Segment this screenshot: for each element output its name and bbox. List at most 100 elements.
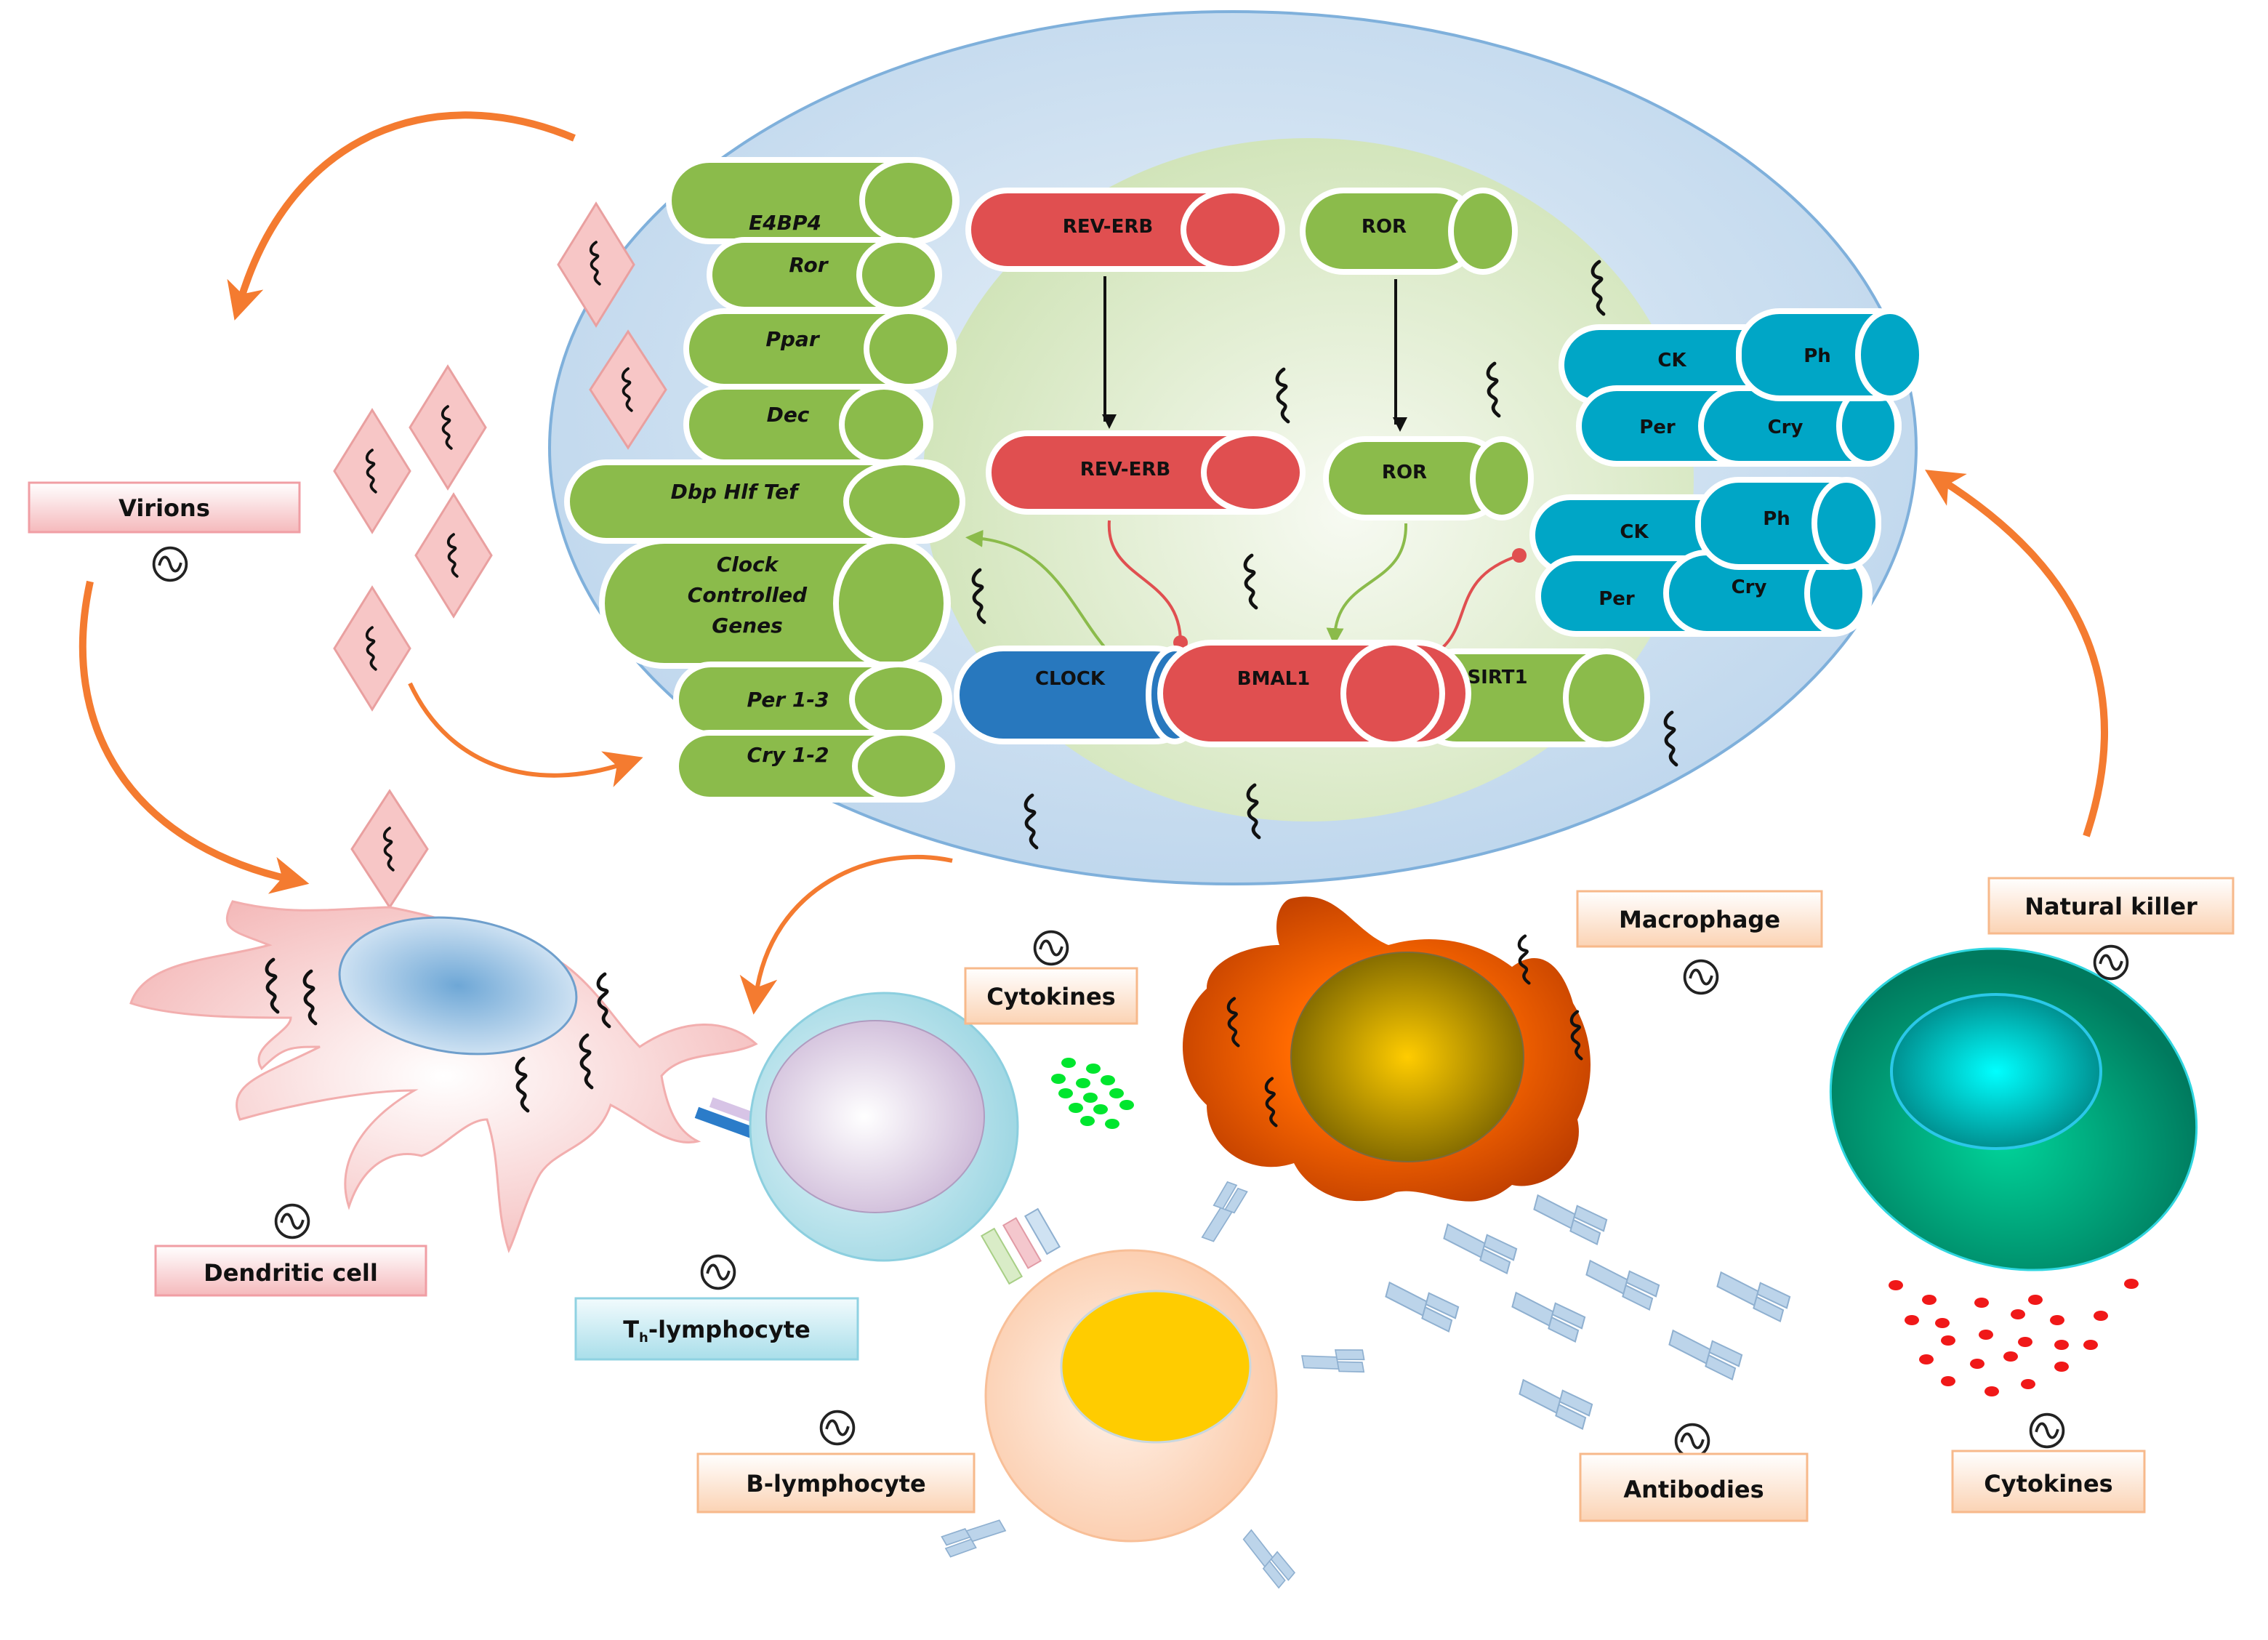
- natural-killer-cell[interactable]: [1785, 898, 2243, 1320]
- rev-erb-bottom[interactable]: REV-ERB: [986, 430, 1306, 515]
- antibody: [1507, 1292, 1588, 1343]
- ph-label: Ph: [1763, 508, 1790, 530]
- gene-label: E4BP4: [749, 211, 821, 235]
- ph-label: Ph: [1803, 345, 1831, 367]
- membrane-antibody: [1201, 1179, 1249, 1247]
- cytokines-green: [1051, 1058, 1134, 1129]
- th-nucleus: [765, 1020, 985, 1213]
- oscillator-icon: [819, 1410, 856, 1446]
- label-dendritic-cell[interactable]: Dendritic cell: [154, 1245, 427, 1297]
- gene-label-line1: Clock: [717, 552, 780, 576]
- virion: [350, 789, 429, 909]
- ck-label: CK: [1620, 521, 1649, 543]
- antibody: [1380, 1282, 1461, 1333]
- antibody: [1514, 1379, 1595, 1431]
- mhc-receptor: [694, 1106, 754, 1138]
- macrophage[interactable]: [1183, 896, 1591, 1202]
- label-natural-killer[interactable]: Natural killer: [1987, 877, 2235, 935]
- protein-label: SIRT1: [1467, 667, 1527, 688]
- gene-label: Dec: [767, 403, 810, 427]
- sirt1-protein[interactable]: SIRT1: [1407, 648, 1650, 747]
- gene-label: Dbp Hlf Tef: [671, 480, 801, 504]
- arrow-cell-to-virions: [227, 111, 576, 321]
- free-antibodies: [1380, 1194, 1793, 1431]
- oscillator-icon: [1674, 1423, 1710, 1459]
- label-text: Cytokines: [986, 983, 1115, 1010]
- labels: Virions Dendritic cell Th-lymphocyte B-l…: [28, 481, 2235, 1522]
- rev-erb-top[interactable]: REV-ERB: [965, 188, 1285, 272]
- protein-label: REV-ERB: [1063, 216, 1153, 238]
- oscillator-icon: [2093, 944, 2129, 981]
- dendritic-cell-nucleus: [338, 916, 578, 1056]
- gene-clock-controlled[interactable]: Clock Controlled Genes: [599, 538, 951, 669]
- dendritic-cell-body: [129, 900, 758, 1253]
- complex-1[interactable]: CK Per Cry Ph: [1559, 308, 1925, 467]
- membrane-antibody: [1233, 1529, 1299, 1591]
- protein-label: CLOCK: [1035, 668, 1106, 690]
- cytokines-red: [1889, 1279, 2139, 1396]
- ck-label: CK: [1657, 350, 1686, 371]
- virion: [409, 364, 487, 491]
- gene-ror[interactable]: Ror: [707, 237, 942, 313]
- protein-label: ROR: [1382, 462, 1427, 483]
- virion: [333, 585, 411, 712]
- membrane-antibody: [938, 1507, 1006, 1562]
- gene-list: E4BP4 Ror Ppar Dec Dbp Hlf Tef Clock Con…: [564, 157, 965, 803]
- oscillator-icon: [1683, 959, 1719, 995]
- virion: [414, 492, 493, 619]
- ror-bottom[interactable]: ROR: [1323, 436, 1534, 520]
- antibody: [1529, 1194, 1609, 1246]
- antibody: [1581, 1260, 1662, 1311]
- label-text: B-lymphocyte: [746, 1470, 925, 1498]
- label-virions[interactable]: Virions: [28, 481, 301, 534]
- label-macrophage[interactable]: Macrophage: [1576, 890, 1823, 948]
- th-lymphocyte[interactable]: [749, 992, 1061, 1285]
- complex-2[interactable]: CK Per Cry Ph: [1529, 477, 1881, 637]
- label-th-lymphocyte[interactable]: Th-lymphocyte: [574, 1297, 859, 1361]
- label-antibodies[interactable]: Antibodies: [1579, 1452, 1809, 1522]
- gene-ppar[interactable]: Ppar: [683, 308, 957, 390]
- gene-per[interactable]: Per 1-3: [673, 662, 952, 737]
- label-text: Antibodies: [1623, 1476, 1764, 1503]
- nk-nucleus: [1890, 993, 2102, 1150]
- cry-label: Cry: [1768, 417, 1803, 438]
- clock-proteins: REV-ERB ROR REV-ERB ROR CLOCK: [954, 188, 1650, 747]
- label-cytokines-right[interactable]: Cytokines: [1951, 1450, 2146, 1514]
- ror-top[interactable]: ROR: [1300, 188, 1518, 275]
- membrane-antibody: [1301, 1344, 1367, 1383]
- tcr-receptor: [1024, 1207, 1061, 1255]
- process-arrows: [79, 111, 2109, 1015]
- label-text: Cytokines: [1984, 1470, 2112, 1498]
- gene-e4bp4[interactable]: E4BP4: [666, 157, 960, 244]
- gene-cry[interactable]: Cry 1-2: [673, 730, 955, 803]
- label-cytokines-left[interactable]: Cytokines: [964, 967, 1138, 1025]
- virion: [333, 408, 411, 534]
- per-label: Per: [1639, 417, 1676, 438]
- arrow-virions-to-cell: [408, 682, 643, 787]
- gene-label-line3: Genes: [712, 614, 783, 638]
- gene-dbp-hlf-tef[interactable]: Dbp Hlf Tef: [564, 459, 965, 544]
- antibody: [1439, 1223, 1519, 1275]
- label-text: Macrophage: [1619, 906, 1780, 933]
- dendritic-cell[interactable]: [129, 900, 758, 1253]
- antibody: [1712, 1271, 1793, 1323]
- cry-label: Cry: [1732, 576, 1767, 598]
- bmal1-protein[interactable]: BMAL1: [1157, 640, 1471, 747]
- arrow-nk-to-cell: [1925, 470, 2109, 837]
- protein-label: BMAL1: [1237, 668, 1310, 690]
- oscillator-icon: [274, 1203, 310, 1239]
- gene-label-line2: Controlled: [688, 583, 808, 607]
- label-text: Virions: [118, 494, 210, 522]
- activate-ror-bmal1: [1326, 523, 1408, 646]
- tcr-receptor: [980, 1227, 1024, 1285]
- label-b-lymphocyte[interactable]: B-lymphocyte: [696, 1452, 976, 1514]
- virion-particles: [333, 201, 667, 909]
- b-lymphocyte[interactable]: [938, 1179, 1367, 1591]
- virion: [557, 201, 635, 328]
- label-text: Dendritic cell: [204, 1259, 378, 1287]
- oscillator-icon: [1033, 930, 1069, 966]
- gene-label: Ppar: [765, 327, 820, 351]
- gene-dec[interactable]: Dec: [683, 384, 933, 465]
- oscillator-icon: [152, 546, 188, 582]
